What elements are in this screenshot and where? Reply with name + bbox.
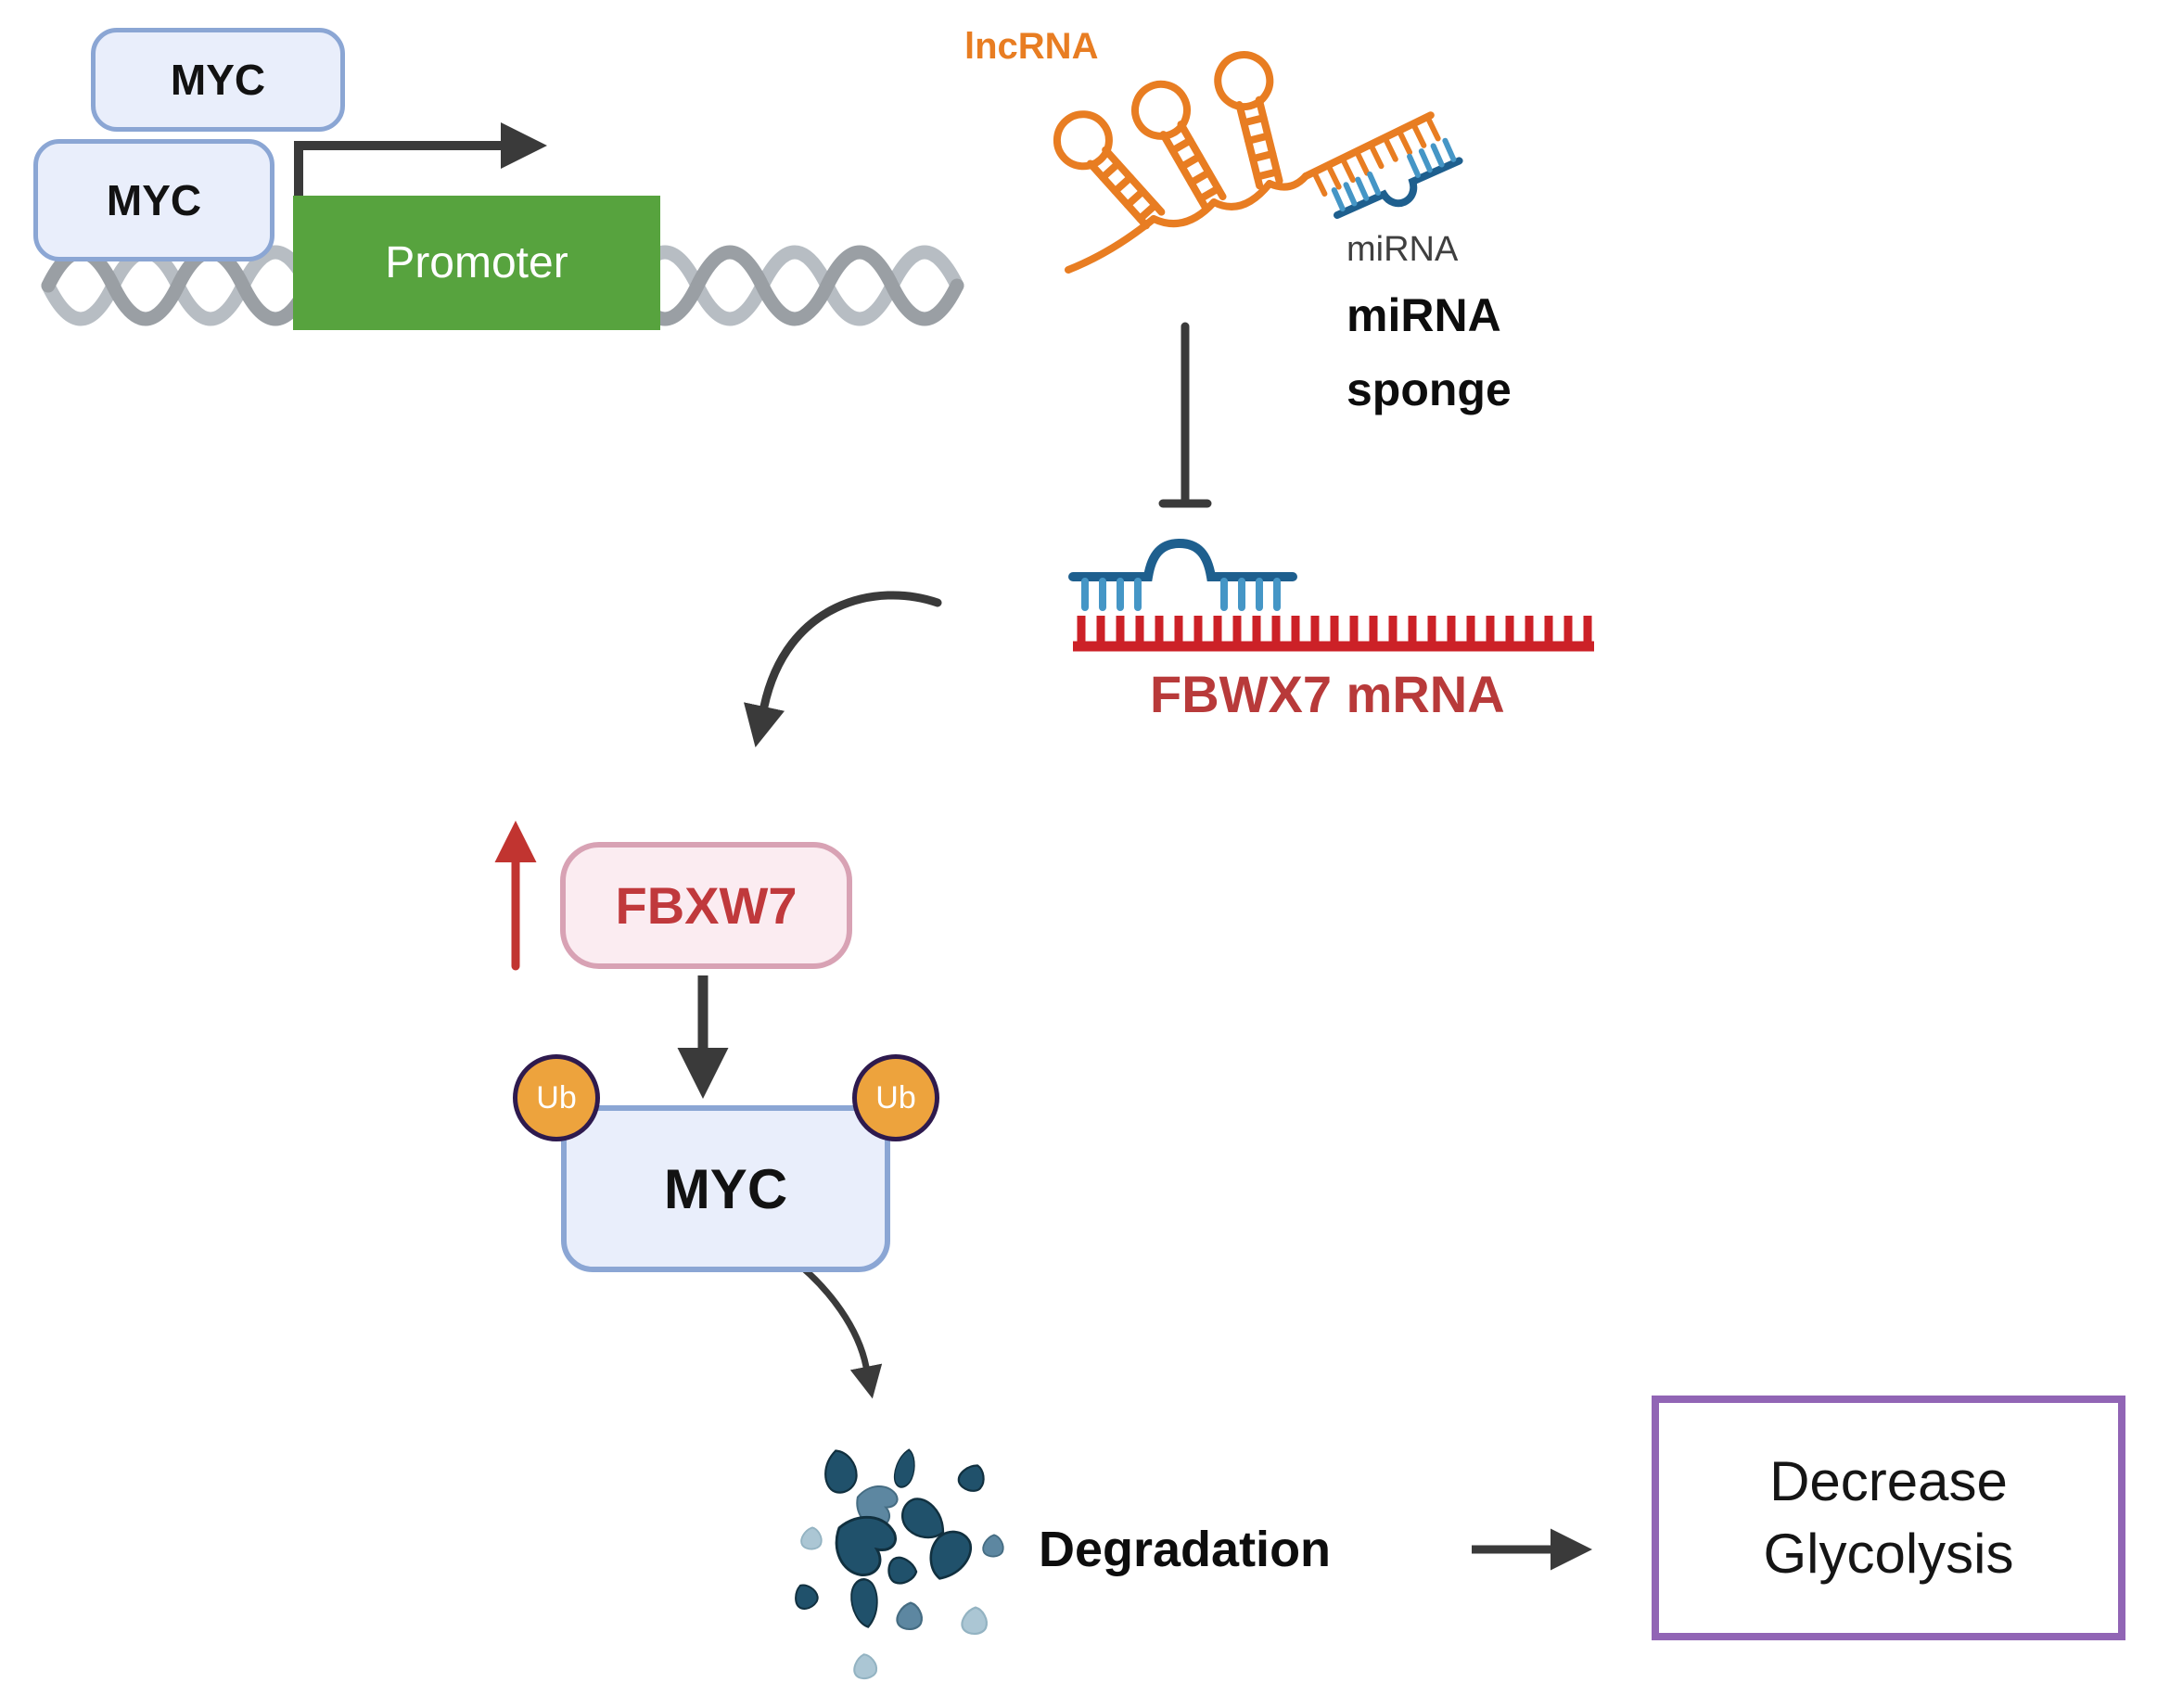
degradation-label: Degradation bbox=[1039, 1522, 1332, 1577]
fbwx7-mrna-label: FBWX7 mRNA bbox=[1150, 665, 1505, 723]
ub-label: Ub bbox=[875, 1079, 916, 1115]
fbxw7-protein-box: FBXW7 bbox=[560, 842, 852, 969]
ub-label: Ub bbox=[536, 1079, 577, 1115]
fbxw7-label: FBXW7 bbox=[615, 876, 798, 935]
promoter-label: Promoter bbox=[385, 238, 568, 287]
mirna-strand-icon bbox=[1331, 137, 1463, 219]
mrna-duplex-icon bbox=[1068, 538, 1594, 652]
outcome-line2: Glycolysis bbox=[1763, 1523, 2014, 1585]
inhibition-tbar-icon bbox=[1158, 322, 1212, 508]
myc-label: MYC bbox=[663, 1157, 788, 1220]
curved-arrow-myc-to-degradation bbox=[786, 1254, 883, 1399]
myc-transcription-factor-box-top: MYC bbox=[91, 28, 345, 132]
transcription-start-arrow-icon bbox=[294, 122, 547, 196]
ubiquitin-badge-left: Ub bbox=[513, 1054, 600, 1141]
myc-ubiquitinated-box: MYC bbox=[561, 1105, 890, 1272]
lncrna-hairpin-icon bbox=[1046, 49, 1441, 274]
myc-label: MYC bbox=[106, 176, 202, 224]
outcome-line1: Decrease bbox=[1769, 1450, 2008, 1512]
lncrna-label: lncRNA bbox=[964, 26, 1099, 67]
promoter-box: Promoter bbox=[293, 196, 660, 330]
degradation-particles-icon bbox=[788, 1446, 1004, 1681]
myc-label: MYC bbox=[170, 56, 266, 104]
decrease-glycolysis-box: Decrease Glycolysis bbox=[1652, 1396, 2125, 1640]
myc-transcription-factor-box-left: MYC bbox=[33, 139, 274, 261]
mirna-sponge-line1: miRNA bbox=[1347, 289, 1501, 341]
mirna-sponge-label: miRNA sponge bbox=[1347, 278, 1588, 427]
ubiquitin-badge-right: Ub bbox=[852, 1054, 939, 1141]
curved-arrow-mrna-to-fbxw7 bbox=[744, 591, 942, 747]
mirna-label: miRNA bbox=[1347, 230, 1459, 269]
mirna-sponge-line2: sponge bbox=[1347, 363, 1512, 415]
